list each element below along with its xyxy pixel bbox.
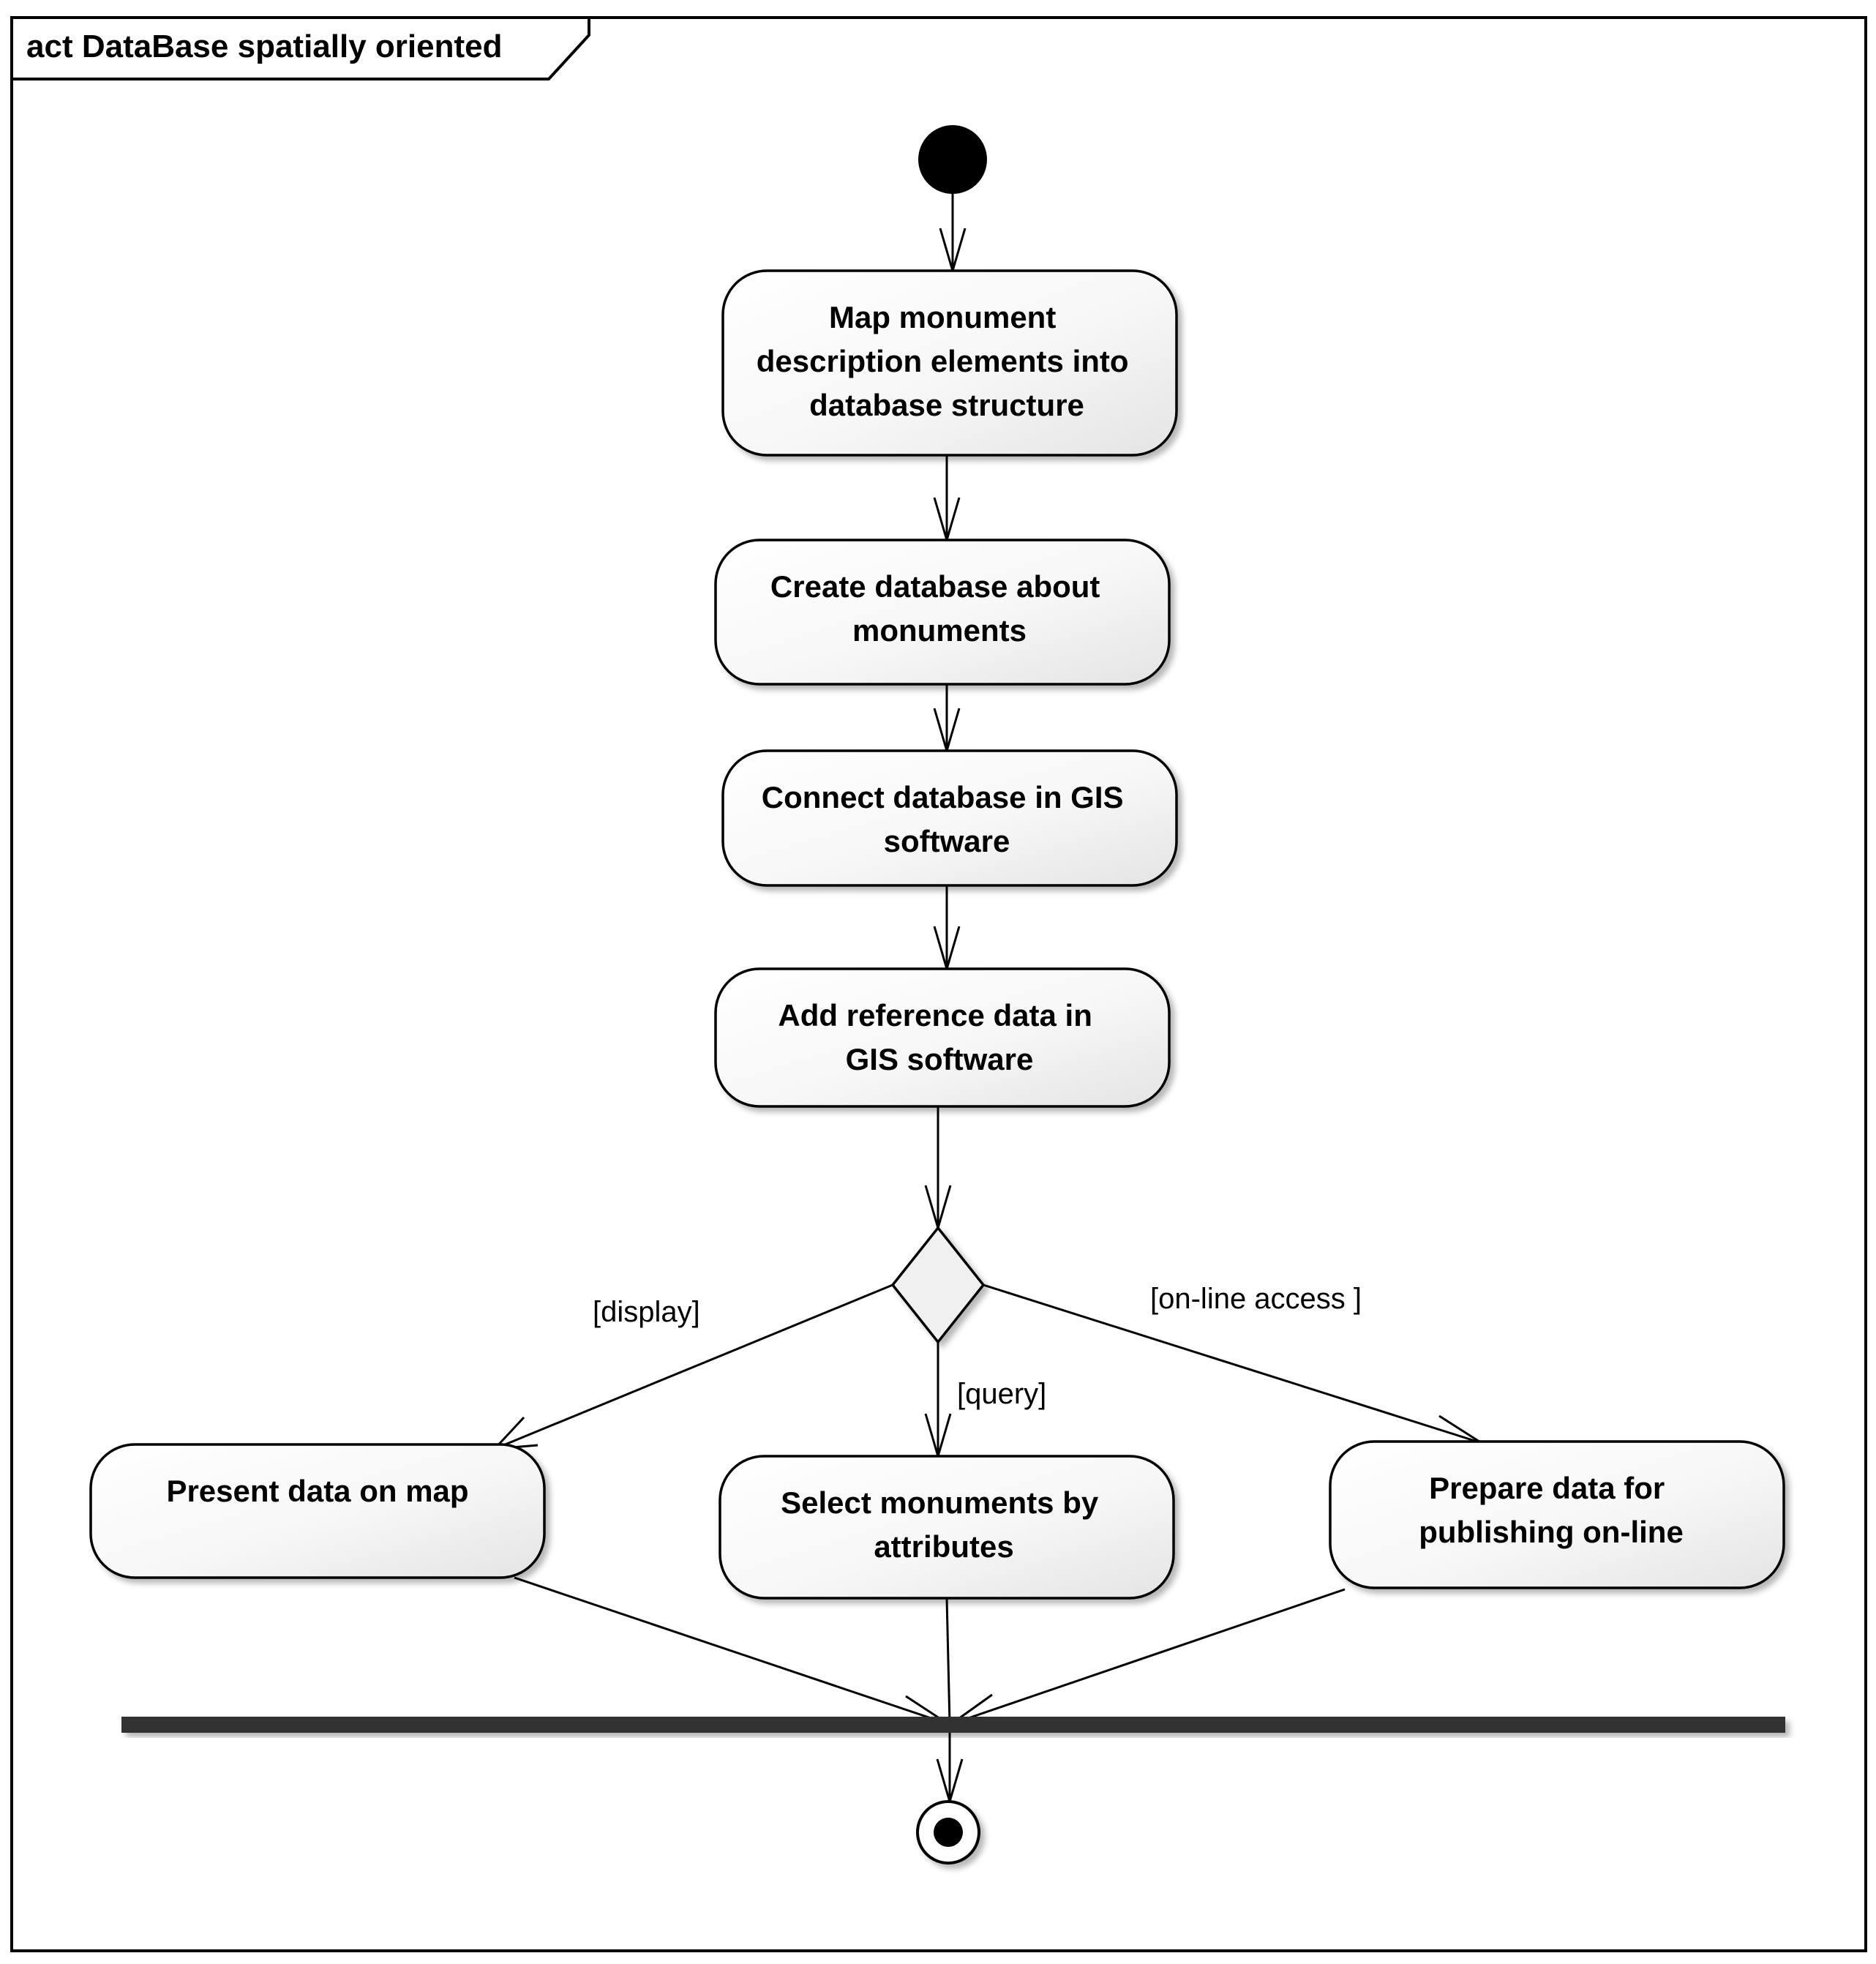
svg-text:Add reference data in GI: Add reference data in GIS software <box>778 998 1100 1076</box>
action-label-line: software <box>884 824 1010 858</box>
action-connect-database: Connect database in GIS software <box>721 749 1178 887</box>
action-add-reference-data: Add reference data in GIS software <box>714 967 1171 1108</box>
guard-display: [display] <box>593 1296 700 1328</box>
action-create-database: Create database about monuments <box>714 539 1171 686</box>
action-label-line: Add reference data in <box>778 998 1092 1032</box>
svg-text:Create database about mo: Create database about monuments <box>770 569 1108 648</box>
action-label-line: Prepare data for <box>1429 1471 1665 1505</box>
svg-text:Prepare data for publish: Prepare data for publishing on-line <box>1419 1471 1684 1549</box>
svg-text:Select monuments by attr: Select monuments by attributes <box>781 1485 1107 1564</box>
action-label-line: Select monuments by <box>781 1485 1099 1520</box>
decision-node <box>890 1226 986 1344</box>
guard-query: [query] <box>957 1378 1046 1410</box>
action-map-monument: Map monument description elements into d… <box>721 269 1178 457</box>
svg-text:Map monument description: Map monument description elements into d… <box>757 300 1137 422</box>
action-label-line: Connect database in GIS <box>762 780 1124 814</box>
svg-text:Present data on map: Present data on map <box>166 1474 468 1508</box>
action-label-line: attributes <box>874 1529 1013 1564</box>
guard-online-access: [on-line access ] <box>1150 1283 1362 1315</box>
edge-prepare-publish-to-join <box>950 1588 1346 1725</box>
edge-select-monuments-to-join <box>945 1597 951 1725</box>
action-label-line: Create database about <box>770 569 1100 604</box>
edge-decision-to-present-map <box>494 1283 893 1450</box>
action-prepare-data-publishing: Prepare data for publishing on-line <box>1329 1440 1785 1589</box>
action-present-data-on-map: Present data on map <box>89 1443 546 1579</box>
edge-present-map-to-join <box>514 1576 949 1725</box>
action-label-line: Present data on map <box>166 1474 468 1508</box>
final-node-dot <box>934 1818 963 1847</box>
action-select-monuments: Select monuments by attributes <box>718 1455 1175 1600</box>
edge-decision-to-prepare-publish <box>983 1283 1482 1444</box>
action-label-line: monuments <box>852 613 1027 648</box>
final-node <box>916 1800 980 1864</box>
action-label-line: publishing on-line <box>1419 1515 1684 1549</box>
action-label-line: database structure <box>809 388 1084 422</box>
action-label-line: description elements into <box>757 344 1129 378</box>
svg-text:Connect database in GIS: Connect database in GIS software <box>762 780 1132 858</box>
frame-title: act DataBase spatially oriented <box>26 29 502 64</box>
action-label-line: GIS software <box>846 1042 1034 1076</box>
join-bar <box>121 1717 1785 1733</box>
frame-title-tab <box>10 16 590 80</box>
initial-node <box>918 125 987 194</box>
action-label-line: Map monument <box>829 300 1056 334</box>
